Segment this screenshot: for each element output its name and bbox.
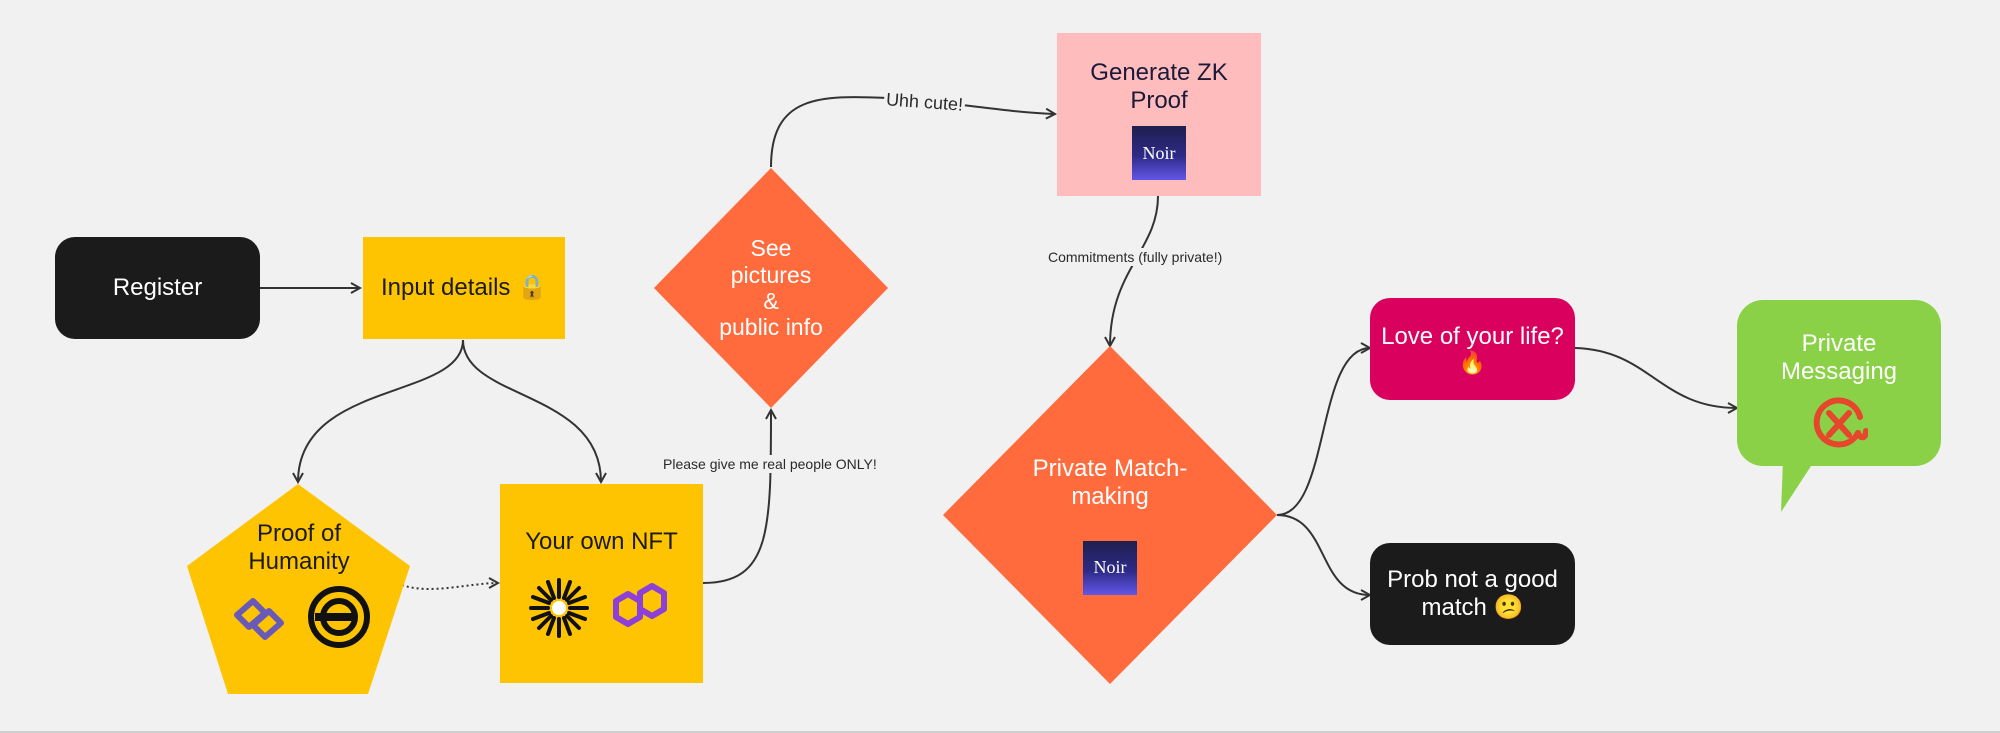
edge-label-real-people: Please give me real people ONLY! bbox=[661, 455, 879, 473]
noir-badge-text-bottom: Noir bbox=[1093, 557, 1127, 578]
edge-input-to-nft bbox=[462, 339, 601, 482]
private-messaging-line2: Messaging bbox=[1780, 357, 1898, 385]
polygon-logo-icon bbox=[612, 583, 667, 628]
see-pictures-line2: pictures bbox=[730, 261, 812, 288]
proof-of-humanity-line1: Proof of bbox=[256, 520, 342, 547]
private-messaging-line1: Private bbox=[1801, 330, 1877, 357]
edge-love-to-messaging bbox=[1574, 347, 1737, 408]
your-own-nft-label: Your own NFT bbox=[525, 527, 678, 555]
sunburst-logo-icon bbox=[528, 578, 589, 639]
edge-match-to-love bbox=[1276, 348, 1370, 516]
prob-not-line1: Prob not a good bbox=[1387, 566, 1558, 594]
see-pictures-line1: See bbox=[750, 235, 792, 262]
private-matchmaking-node[interactable]: Private Match- making Noir bbox=[1010, 450, 1210, 600]
register-label: Register bbox=[112, 274, 203, 302]
see-pictures-line4: public info bbox=[719, 314, 823, 341]
private-match-line2: making bbox=[1071, 483, 1149, 510]
generate-zk-proof-node[interactable]: Generate ZK Proof Noir bbox=[1057, 33, 1261, 196]
love-line2: 🔥 bbox=[1458, 350, 1487, 376]
love-of-your-life-node[interactable]: Love of your life? 🔥 bbox=[1370, 298, 1575, 400]
edge-nft-to-see-pictures bbox=[702, 410, 771, 584]
private-match-line1: Private Match- bbox=[1032, 455, 1188, 483]
edge-proof-to-nft-dotted bbox=[401, 583, 498, 590]
proof-of-humanity-line2: Humanity bbox=[248, 547, 350, 575]
input-details-node[interactable]: Input details 🔒 bbox=[363, 237, 565, 339]
edge-label-commitments: Commitments (fully private!) bbox=[1046, 248, 1225, 266]
noir-logo-icon: Noir bbox=[1132, 126, 1186, 181]
see-pictures-line3: & bbox=[763, 288, 779, 314]
edge-generate-to-private-match bbox=[1110, 195, 1159, 346]
noir-badge-text-top: Noir bbox=[1142, 142, 1176, 163]
worldcoin-logo-icon bbox=[308, 586, 370, 649]
canvas-bottom-rule bbox=[0, 731, 2000, 733]
edge-input-to-proof-of-humanity bbox=[298, 339, 464, 482]
proof-of-humanity-logo-icon bbox=[234, 598, 284, 641]
register-node[interactable]: Register bbox=[55, 237, 260, 339]
noir-logo-icon: Noir bbox=[1083, 540, 1137, 595]
edge-match-to-prob-not bbox=[1276, 514, 1370, 595]
prob-not-good-match-node[interactable]: Prob not a good match 😕 bbox=[1370, 543, 1575, 645]
input-details-label: Input details 🔒 bbox=[381, 274, 547, 302]
see-pictures-diamond-shape bbox=[654, 168, 888, 408]
love-line1: Love of your life? bbox=[1381, 322, 1564, 350]
proof-of-humanity-node[interactable]: Proof of Humanity bbox=[188, 520, 410, 690]
xmtp-logo-icon bbox=[1813, 397, 1868, 448]
see-pictures-node[interactable]: See pictures & public info bbox=[690, 228, 852, 348]
prob-not-line2: match 😕 bbox=[1421, 594, 1524, 621]
private-messaging-bubble-tail bbox=[1781, 460, 1815, 512]
private-match-diamond-shape bbox=[943, 346, 1277, 684]
generate-zk-line1: Generate ZK bbox=[1090, 59, 1228, 86]
private-messaging-node[interactable]: Private Messaging bbox=[1737, 300, 1941, 466]
your-own-nft-node[interactable]: Your own NFT bbox=[500, 484, 703, 683]
generate-zk-line2: Proof bbox=[1130, 86, 1188, 114]
